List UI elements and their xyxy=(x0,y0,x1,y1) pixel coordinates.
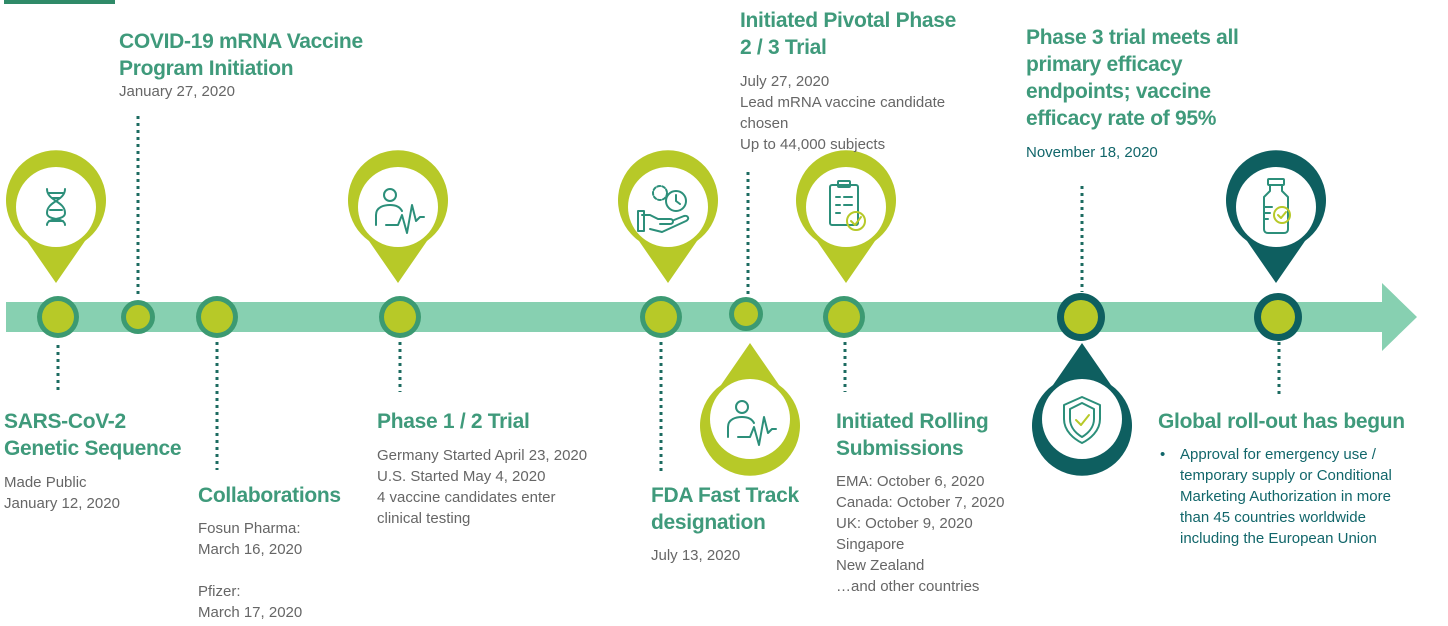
milestone-title-rolling: Initiated Rolling Submissions xyxy=(836,410,989,460)
pin-phase12 xyxy=(348,150,448,283)
milestone-body-sars: Made Public January 12, 2020 xyxy=(4,474,120,512)
milestone-date-fda: July 13, 2020 xyxy=(651,547,741,564)
pin-global xyxy=(1226,150,1326,283)
timeline-node-fda xyxy=(640,296,682,338)
milestone-body-collaborations: Fosun Pharma: March 16, 2020 Pfizer: Mar… xyxy=(198,520,303,621)
milestone-bullets-global: Approval for emergency use / temporary s… xyxy=(1158,444,1443,549)
timeline-node-collaborations xyxy=(196,296,238,338)
patient-heartbeat-icon xyxy=(727,400,777,446)
milestone-date-phase3: November 18, 2020 xyxy=(1026,144,1158,161)
milestone-title-collaborations: Collaborations xyxy=(198,484,341,507)
pin-sars xyxy=(6,150,106,283)
bullet-item: Approval for emergency use / temporary s… xyxy=(1158,444,1443,549)
timeline-node-global xyxy=(1254,293,1302,341)
milestone-title-phase3: Phase 3 trial meets all primary efficacy… xyxy=(1026,26,1239,130)
timeline-node-sars xyxy=(37,296,79,338)
pin-phase3 xyxy=(1032,343,1132,476)
dna-icon xyxy=(45,188,67,226)
timeline-node-covid-program xyxy=(121,300,155,334)
milestone-title-sars: SARS-CoV-2 Genetic Sequence xyxy=(4,410,182,460)
milestone-title-phase12: Phase 1 / 2 Trial xyxy=(377,410,530,433)
pin-pivotal xyxy=(700,343,800,476)
milestone-body-rolling: EMA: October 6, 2020 Canada: October 7, … xyxy=(836,473,1005,595)
clipboard-check-icon xyxy=(829,180,866,231)
milestone-title-covid-program: COVID-19 mRNA Vaccine Program Initiation xyxy=(119,30,363,80)
milestone-title-pivotal: Initiated Pivotal Phase 2 / 3 Trial xyxy=(740,9,956,59)
milestone-body-pivotal: July 27, 2020 Lead mRNA vaccine candidat… xyxy=(740,73,946,153)
hand-gear-clock-icon xyxy=(637,185,690,233)
timeline-node-phase12 xyxy=(379,296,421,338)
timeline-arrow xyxy=(6,283,1417,351)
patient-heartbeat-icon xyxy=(375,188,425,234)
milestone-body-phase12: Germany Started April 23, 2020 U.S. Star… xyxy=(377,447,588,527)
pin-rolling xyxy=(796,150,896,283)
vial-check-icon xyxy=(1263,178,1291,234)
shield-check-icon xyxy=(1063,396,1101,444)
milestone-title-fda: FDA Fast Track designation xyxy=(651,484,799,534)
milestone-date-covid-program: January 27, 2020 xyxy=(119,83,235,100)
timeline-node-pivotal xyxy=(729,297,763,331)
pin-fda xyxy=(618,150,718,283)
timeline-node-rolling xyxy=(823,296,865,338)
timeline-node-phase3 xyxy=(1057,293,1105,341)
corner-tab xyxy=(4,0,115,4)
milestone-title-global: Global roll-out has begun xyxy=(1158,410,1405,433)
